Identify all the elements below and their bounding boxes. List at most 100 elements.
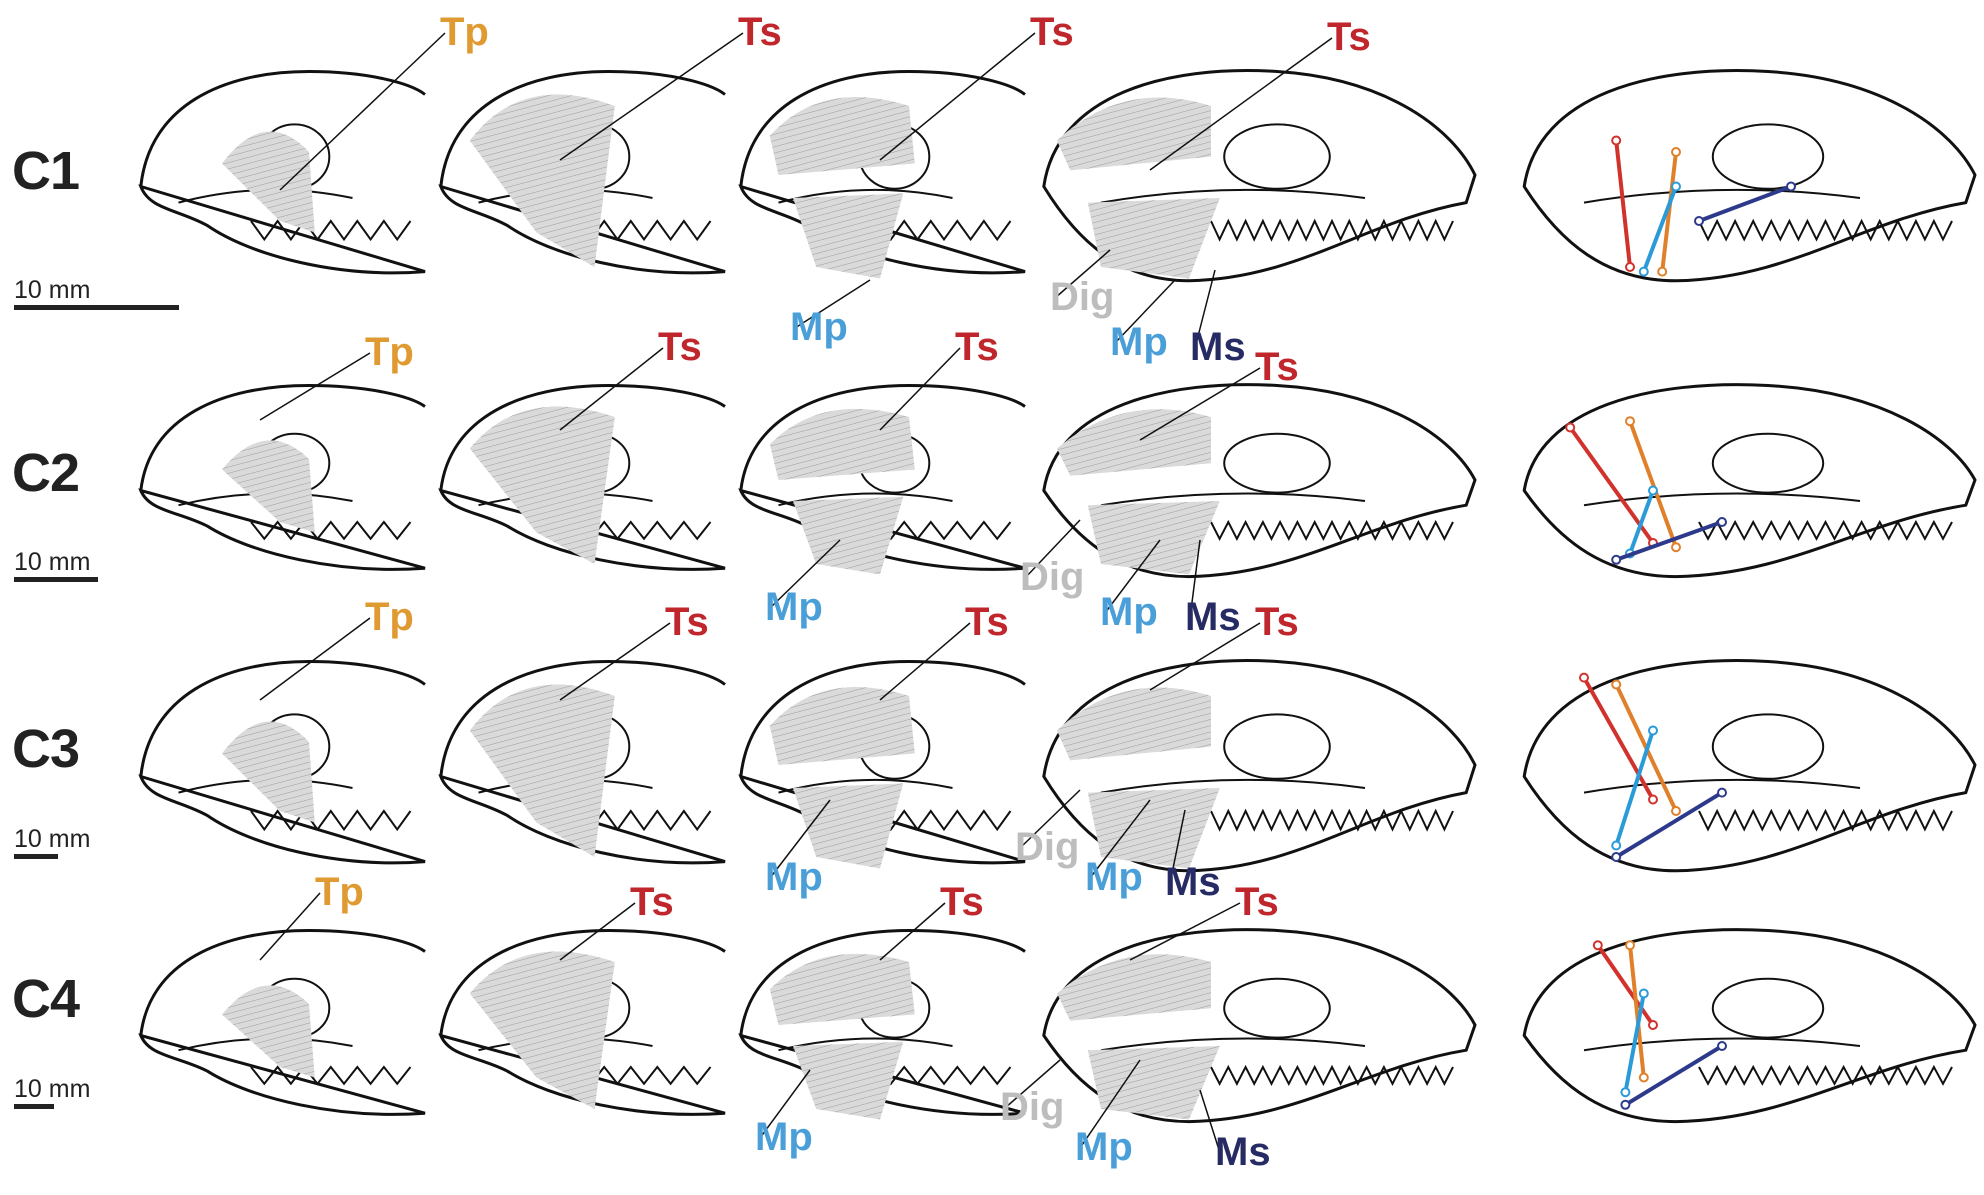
ms-force-line — [1615, 790, 1724, 859]
skull-r3-c4 — [1042, 659, 1477, 873]
label-leader-line — [1169, 809, 1186, 884]
label-leader-line — [1019, 789, 1081, 849]
label-leader-line — [1024, 519, 1081, 579]
force-line-endpoint — [1717, 1041, 1727, 1051]
force-line-endpoint — [1592, 940, 1603, 951]
scale-line-c2 — [14, 577, 98, 582]
force-line-endpoint — [1579, 672, 1589, 683]
skull-r4-c2 — [438, 928, 726, 1116]
ts-muscle-area — [1057, 97, 1211, 171]
ms-force-line — [1624, 1044, 1724, 1107]
force-line-endpoint — [1625, 940, 1635, 951]
muscle-label-dig: Dig — [1050, 275, 1114, 319]
skull-r2-c3 — [738, 383, 1026, 575]
muscle-label-ts: Ts — [1255, 345, 1299, 389]
orbit-outline — [1711, 123, 1825, 190]
orbit-outline — [1223, 713, 1331, 780]
skull-r4-c1 — [138, 928, 426, 1116]
label-leader-line — [1054, 249, 1111, 299]
label-leader-line — [1004, 1059, 1061, 1109]
muscle-label-mp: Mp — [1110, 320, 1168, 364]
label-leader-line — [559, 902, 636, 961]
skull-r1-c1 — [138, 69, 426, 275]
mp-muscle-area — [793, 496, 904, 575]
muscle-label-mp: Mp — [790, 305, 848, 349]
ts-muscle-area — [469, 951, 615, 1109]
force-line-endpoint — [1611, 852, 1622, 862]
label-leader-line — [794, 279, 871, 329]
tooth-row — [1698, 218, 1953, 242]
muscle-label-mp: Mp — [1085, 855, 1143, 899]
scale-bar-c3: 10 mm — [14, 826, 90, 859]
scale-bar-c1: 10 mm — [14, 277, 179, 310]
muscle-label-ts: Ts — [738, 10, 782, 54]
scale-line-c3 — [14, 854, 58, 859]
label-leader-line — [559, 32, 744, 161]
tp-force-line — [1628, 944, 1646, 1078]
orbit-outline — [1711, 432, 1825, 494]
skull-outline — [1522, 659, 1977, 873]
skull-r3-c5 — [1522, 659, 1977, 873]
label-leader-line — [879, 32, 1036, 161]
tooth-row — [1698, 1064, 1953, 1086]
orbit-outline — [1223, 977, 1331, 1039]
skull-outline — [438, 383, 726, 571]
tp-muscle-area — [222, 721, 315, 823]
row-label-c2: C2 — [12, 443, 80, 503]
label-leader-line — [879, 622, 971, 701]
label-leader-line — [259, 617, 371, 701]
label-leader-line — [1194, 269, 1216, 349]
scale-bar-c2: 10 mm — [14, 549, 98, 582]
label-leader-line — [759, 1069, 811, 1139]
tooth-row — [1210, 218, 1454, 242]
scale-line-c1 — [14, 305, 179, 310]
force-line-endpoint — [1638, 1072, 1649, 1083]
zygomatic-arch — [1583, 1037, 1861, 1052]
force-line-endpoint — [1648, 485, 1658, 496]
force-line-endpoint — [1694, 216, 1704, 226]
muscle-label-tp: Tp — [440, 10, 489, 54]
skull-r4-c3 — [738, 928, 1026, 1120]
force-line-endpoint — [1611, 840, 1622, 851]
label-leader-line — [259, 892, 321, 961]
skull-outline — [1522, 69, 1977, 283]
force-line-endpoint — [1638, 266, 1649, 277]
ts-muscle-area — [769, 953, 915, 1025]
mp-force-line — [1641, 185, 1678, 273]
mp-muscle-area — [793, 193, 904, 279]
force-line-endpoint — [1611, 135, 1622, 146]
ts-muscle-area — [469, 684, 615, 857]
label-leader-line — [769, 539, 841, 609]
skull-r3-c3 — [738, 659, 1026, 869]
force-line-endpoint — [1620, 1099, 1631, 1110]
ms-force-line — [1698, 184, 1792, 223]
label-leader-line — [879, 902, 946, 961]
skull-r1-c5 — [1522, 69, 1977, 283]
ms-force-line — [1615, 520, 1723, 562]
label-leader-line — [879, 347, 961, 431]
tooth-row — [1210, 1064, 1454, 1086]
muscle-label-ts: Ts — [955, 325, 999, 369]
force-line-endpoint — [1565, 422, 1576, 433]
tooth-row — [1698, 519, 1953, 541]
force-line-endpoint — [1671, 542, 1681, 553]
muscle-label-ts: Ts — [658, 325, 702, 369]
muscle-label-mp: Mp — [1075, 1125, 1133, 1169]
tp-muscle-area — [222, 440, 315, 533]
ts-muscle-area — [1057, 954, 1211, 1021]
zygomatic-arch — [1583, 188, 1861, 204]
force-line-endpoint — [1625, 416, 1635, 427]
skull-r2-c4 — [1042, 383, 1477, 579]
label-leader-line — [559, 347, 664, 431]
muscle-label-ts: Ts — [1235, 880, 1279, 924]
label-leader-line — [1139, 367, 1261, 441]
ts-muscle-area — [469, 406, 615, 564]
row-label-c4: C4 — [12, 969, 80, 1029]
muscle-label-ms: Ms — [1185, 595, 1241, 639]
muscle-label-mp: Mp — [755, 1115, 813, 1159]
label-leader-line — [1199, 1089, 1221, 1154]
ms-muscle-area — [1087, 198, 1220, 279]
tooth-row — [250, 1065, 412, 1086]
skull-outline — [438, 659, 726, 865]
